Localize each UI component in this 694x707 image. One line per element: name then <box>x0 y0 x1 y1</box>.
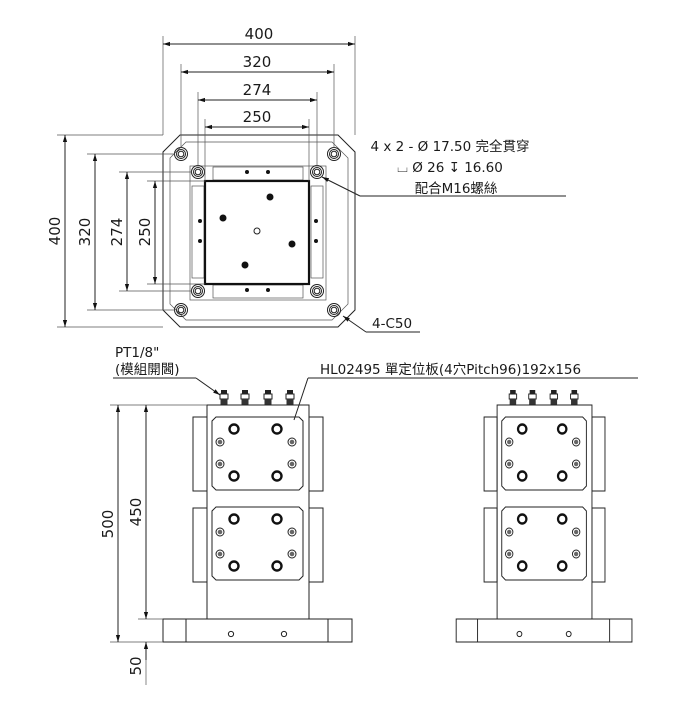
front-view-annotations: PT1/8" (模組開閪) HL02495 單定位板(4穴Pitch96)192… <box>99 345 638 685</box>
dim-width-400: 400 <box>245 25 274 43</box>
hole-note-line1: 4 x 2 - Ø 17.50 完全貫穿 <box>370 138 529 155</box>
fitting-note-line1: PT1/8" <box>115 345 159 361</box>
dim-height-320: 320 <box>76 218 94 247</box>
dim-height-274: 274 <box>108 218 126 247</box>
hole-note-line2: ⌴ Ø 26 ↧ 16.60 <box>397 160 503 176</box>
dim-width-274: 274 <box>243 81 272 99</box>
dim-base-height: 50 <box>127 656 145 675</box>
dim-width-250: 250 <box>243 108 272 126</box>
fitting-note-line2: (模組開閪) <box>115 362 180 378</box>
hole-note-line3: 配合M16螺絲 <box>415 181 498 197</box>
dim-height-250: 250 <box>136 218 154 247</box>
front-view-left <box>163 390 352 642</box>
chamfer-note: 4-C50 <box>372 316 412 332</box>
dim-body-height: 450 <box>127 498 145 527</box>
front-view-right <box>456 390 632 642</box>
dim-total-height: 500 <box>99 510 117 539</box>
plate-note: HL02495 單定位板(4穴Pitch96)192x156 <box>320 362 581 378</box>
dim-width-320: 320 <box>243 53 272 71</box>
top-view: 400 320 274 250 400 320 274 250 4 x 2 - … <box>46 25 566 333</box>
dim-height-400: 400 <box>46 217 64 246</box>
